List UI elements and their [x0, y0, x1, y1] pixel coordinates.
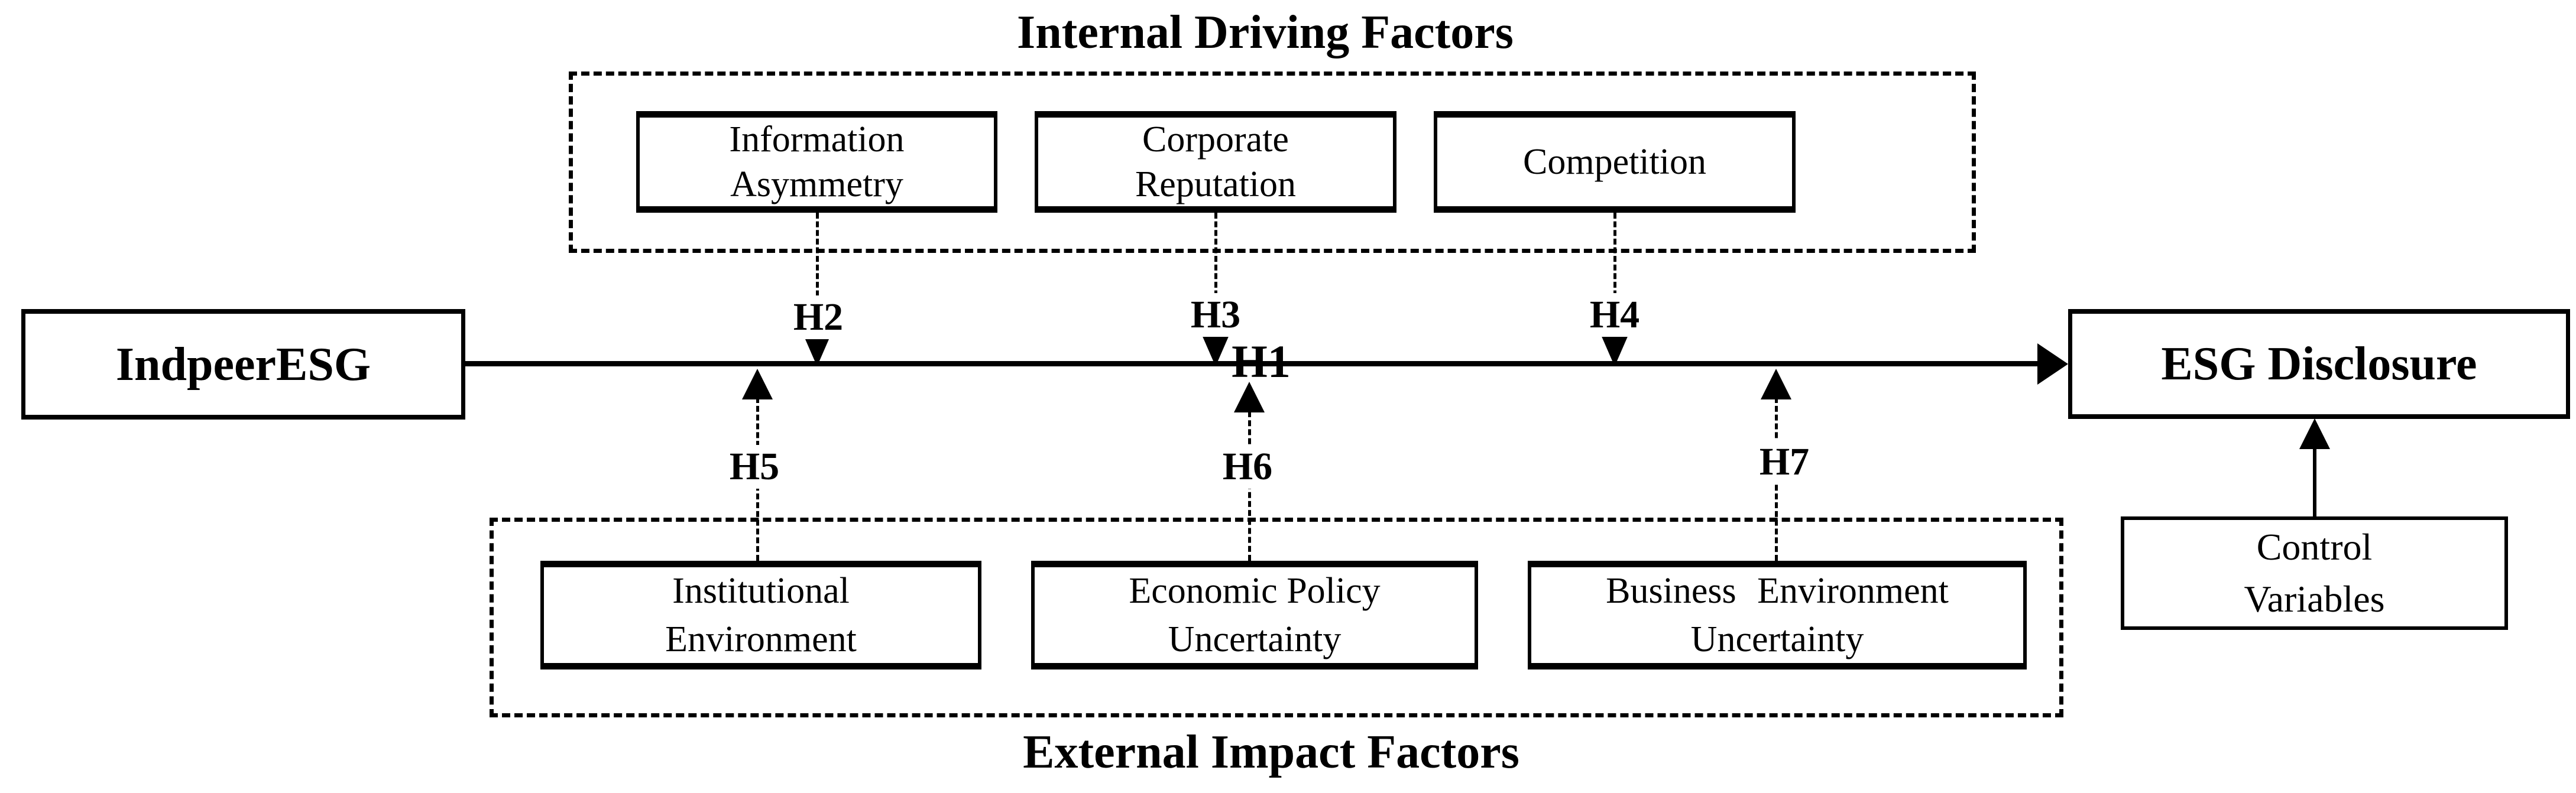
h3-arrow-line	[1214, 213, 1217, 331]
factor-line: Economic Policy	[1129, 571, 1381, 611]
factor-box-competition: Competition	[1434, 111, 1796, 213]
control-line: Control	[2256, 526, 2373, 568]
external-group-title: External Impact Factors	[1023, 726, 1519, 778]
control-variables-box: Control Variables	[2121, 516, 2508, 630]
h2-arrow-line	[816, 213, 819, 331]
predictor-label: IndpeerESG	[115, 338, 371, 391]
factor-box-business-environment-uncertainty: Business Environment Uncertainty	[1528, 561, 2027, 670]
internal-group-title: Internal Driving Factors	[1017, 6, 1514, 58]
factor-line: Reputation	[1135, 164, 1297, 204]
h1-label: H1	[1232, 336, 1291, 387]
main-path-arrowhead-icon	[2037, 343, 2068, 385]
factor-line: Uncertainty	[1168, 619, 1342, 659]
factor-box-corporate-reputation: Corporate Reputation	[1035, 111, 1396, 213]
h6-label: H6	[1216, 445, 1279, 489]
factor-line: Environment	[665, 619, 857, 659]
predictor-box-indpeeresg: IndpeerESG	[21, 309, 465, 420]
factor-line: Business Environment	[1606, 571, 1949, 611]
h7-label: H7	[1753, 440, 1816, 484]
h5-label: H5	[723, 445, 786, 489]
external-factors-frame	[490, 518, 2063, 717]
internal-factors-frame	[569, 72, 1976, 253]
h3-label: H3	[1184, 293, 1247, 337]
h4-arrow-line	[1613, 213, 1616, 331]
factor-line: Information	[729, 119, 905, 160]
control-arrowhead-icon	[2299, 418, 2330, 449]
h4-label: H4	[1583, 293, 1646, 337]
h2-label: H2	[787, 295, 850, 339]
factor-line: Competition	[1523, 142, 1706, 182]
factor-box-institutional-environment: Institutional Environment	[540, 561, 981, 670]
factor-box-economic-policy-uncertainty: Economic Policy Uncertainty	[1031, 561, 1478, 670]
factor-line: Corporate	[1142, 119, 1289, 160]
h5-arrowhead-icon	[742, 369, 773, 399]
control-arrow-line	[2313, 442, 2316, 518]
factor-line: Uncertainty	[1690, 619, 1864, 659]
main-path-line	[465, 361, 2039, 366]
factor-line: Asymmetry	[730, 164, 903, 204]
control-line: Variables	[2244, 578, 2385, 620]
outcome-box-esg-disclosure: ESG Disclosure	[2068, 309, 2570, 419]
outcome-label: ESG Disclosure	[2161, 338, 2477, 390]
factor-box-information-asymmetry: Information Asymmetry	[636, 111, 997, 213]
h7-arrowhead-icon	[1761, 369, 1791, 399]
h6-arrowhead-icon	[1234, 382, 1265, 412]
factor-line: Institutional	[672, 571, 850, 611]
